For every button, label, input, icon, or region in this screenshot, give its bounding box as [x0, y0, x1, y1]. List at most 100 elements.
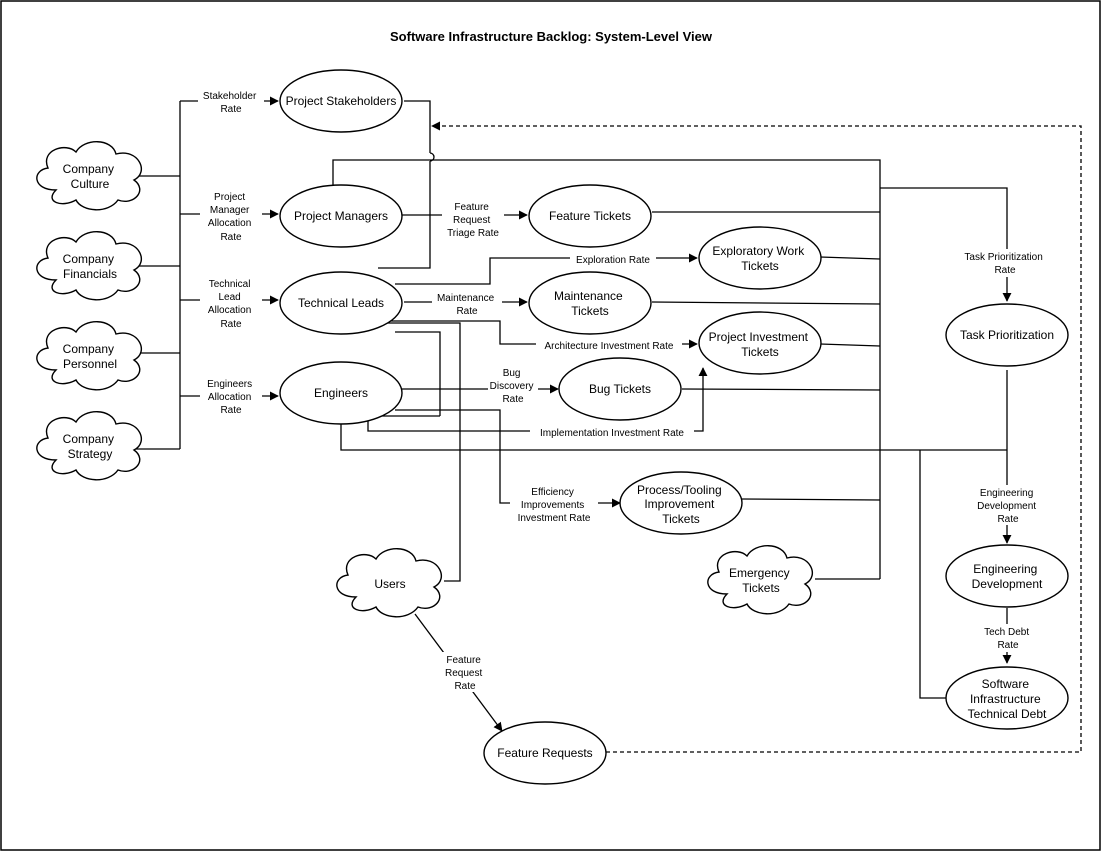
edge-process-out [741, 498, 881, 501]
svg-text:Feature Request Ra: Feature Request Rate [445, 655, 485, 692]
node-bug-tickets: Bug Tickets [558, 357, 682, 421]
node-process-tooling-tickets: Process/Tooling Improvement Tickets [619, 471, 743, 535]
flow-label: Rate [997, 640, 1019, 651]
svg-text:Stakeholder Rate: Stakeholder Rate [203, 91, 259, 115]
node-label: Bug Tickets [589, 382, 651, 396]
flow-label: Exploration Rate [576, 255, 650, 266]
flow-label-stakeholder-rate: Stakeholder Rate [198, 88, 264, 116]
flow-label: Bug [503, 368, 521, 379]
node-technical-leads: Technical Leads [279, 271, 403, 335]
edge-feature-requests-feedback [431, 121, 1082, 753]
svg-text:Implementation Investment Rate: Implementation Investment Rate [540, 428, 684, 439]
cloud-company-culture: Company Culture [36, 141, 143, 211]
svg-text:Task Prioritization Rate: Task Prioritization Rate [964, 252, 1045, 276]
cloud-company-strategy: Company Strategy [36, 411, 143, 481]
flow-label-bug-discovery-rate: Bug Discovery Rate [488, 366, 538, 406]
cloud-label: Tickets [742, 581, 780, 595]
svg-text:Engineering Development: Engineering Development [972, 562, 1043, 591]
node-label: Exploratory Work [712, 244, 805, 258]
flow-label: Manager [210, 205, 250, 216]
flow-label: Engineers [207, 379, 252, 390]
svg-text:Exploration Rate: Exploration Rate [576, 255, 650, 266]
svg-text:Engineers Allocation: Engineers Allocation Rate [207, 379, 255, 416]
edge-top-loop-to-task [880, 187, 1012, 302]
svg-text:Engineering Development: Engineering Development Rate [977, 488, 1039, 525]
flow-label-tech-debt-rate: Tech Debt Rate [978, 624, 1038, 652]
svg-text:Users: Users [374, 577, 405, 591]
flow-label: Lead [218, 292, 240, 303]
svg-text:Software Infrastructure: Software Infrastructure Technical Debt [968, 677, 1047, 721]
node-technical-debt: Software Infrastructure Technical Debt [945, 666, 1069, 730]
node-label: Technical Debt [968, 707, 1047, 721]
flow-label: Rate [994, 265, 1016, 276]
svg-text:Feature Request Tr: Feature Request Triage Rate [447, 202, 499, 239]
flow-label: Allocation [208, 305, 251, 316]
cloud-label: Company [63, 342, 114, 356]
node-label: Engineering [973, 562, 1037, 576]
node-exploratory-work-tickets: Exploratory Work Tickets [698, 226, 822, 290]
flow-label-engineering-development-rate: Engineering Development Rate [972, 485, 1044, 525]
flow-label: Rate [456, 306, 478, 317]
node-feature-requests: Feature Requests [483, 721, 607, 785]
node-label: Tickets [741, 259, 779, 273]
flow-label: Investment Rate [518, 513, 591, 524]
cloud-label: Users [374, 577, 405, 591]
svg-text:Project Investment Ticke: Project Investment Tickets [709, 330, 812, 359]
node-project-stakeholders: Project Stakeholders [279, 69, 403, 133]
node-label: Infrastructure [970, 692, 1041, 706]
diagram-title: Software Infrastructure Backlog: System-… [390, 29, 713, 44]
node-label: Technical Leads [298, 296, 384, 310]
flow-label: Rate [997, 514, 1019, 525]
cloud-label: Company [63, 252, 114, 266]
svg-text:Maintenance Tickets: Maintenance Tickets [554, 289, 626, 318]
flow-label: Rate [220, 232, 242, 243]
node-engineers: Engineers [279, 361, 403, 425]
edge-loop-hop [429, 152, 435, 162]
svg-text:Project Stakeholders: Project Stakeholders [286, 94, 397, 108]
svg-text:Project Manager Al: Project Manager Allocation Rate [208, 192, 254, 243]
flow-label: Implementation Investment Rate [540, 428, 684, 439]
flow-label-pm-allocation-rate: Project Manager Allocation Rate [200, 189, 262, 243]
svg-text:Technical Lead All: Technical Lead Allocation Rate [208, 279, 254, 330]
flow-label: Tech Debt [984, 627, 1029, 638]
flow-label: Rate [220, 319, 242, 330]
svg-text:Emergency Tickets: Emergency Tickets [729, 566, 793, 595]
flow-label: Rate [502, 394, 524, 405]
node-project-managers: Project Managers [279, 184, 403, 248]
svg-text:Task Prioritization: Task Prioritization [960, 328, 1054, 342]
node-engineering-development: Engineering Development [945, 544, 1069, 608]
flow-label: Feature [446, 655, 481, 666]
svg-text:Engineers: Engineers [314, 386, 368, 400]
edge-tl-down [395, 331, 441, 416]
svg-text:Company Strategy: Company Strategy [63, 432, 118, 461]
flow-label: Engineering [980, 488, 1033, 499]
node-label: Development [972, 577, 1043, 591]
cloud-label: Company [63, 162, 114, 176]
cloud-label: Financials [63, 267, 117, 281]
edge-project-investment-out [819, 343, 881, 347]
flow-label: Task Prioritization [964, 252, 1042, 263]
flow-label: Rate [220, 405, 242, 416]
svg-text:Architecture Investment Rate: Architecture Investment Rate [545, 341, 674, 352]
node-label: Process/Tooling [637, 483, 722, 497]
node-label: Tickets [662, 512, 700, 526]
node-label: Project Investment [709, 330, 809, 344]
flow-label: Discovery [490, 381, 534, 392]
node-label: Feature Tickets [549, 209, 631, 223]
svg-text:Tech Debt Rate: Tech Debt Rate [984, 627, 1032, 651]
cloud-users: Users [336, 548, 443, 618]
node-label: Task Prioritization [960, 328, 1054, 342]
svg-text:Efficiency Improvements: Efficiency Improvements Investment Rate [518, 487, 591, 524]
cloud-emergency-tickets: Emergency Tickets [707, 545, 814, 615]
flow-label: Rate [220, 104, 242, 115]
node-label: Software [982, 677, 1030, 691]
flow-label: Maintenance [437, 293, 495, 304]
flow-label-feature-request-rate: Feature Request Rate [440, 652, 490, 692]
cloud-company-personnel: Company Personnel [36, 321, 143, 391]
svg-text:Project Managers: Project Managers [294, 209, 388, 223]
edge-engineers-bottom [340, 424, 1007, 451]
node-maintenance-tickets: Maintenance Tickets [528, 271, 652, 335]
cloud-label: Culture [71, 177, 110, 191]
node-label: Engineers [314, 386, 368, 400]
flow-label-engineers-allocation-rate: Engineers Allocation Rate [200, 376, 262, 416]
